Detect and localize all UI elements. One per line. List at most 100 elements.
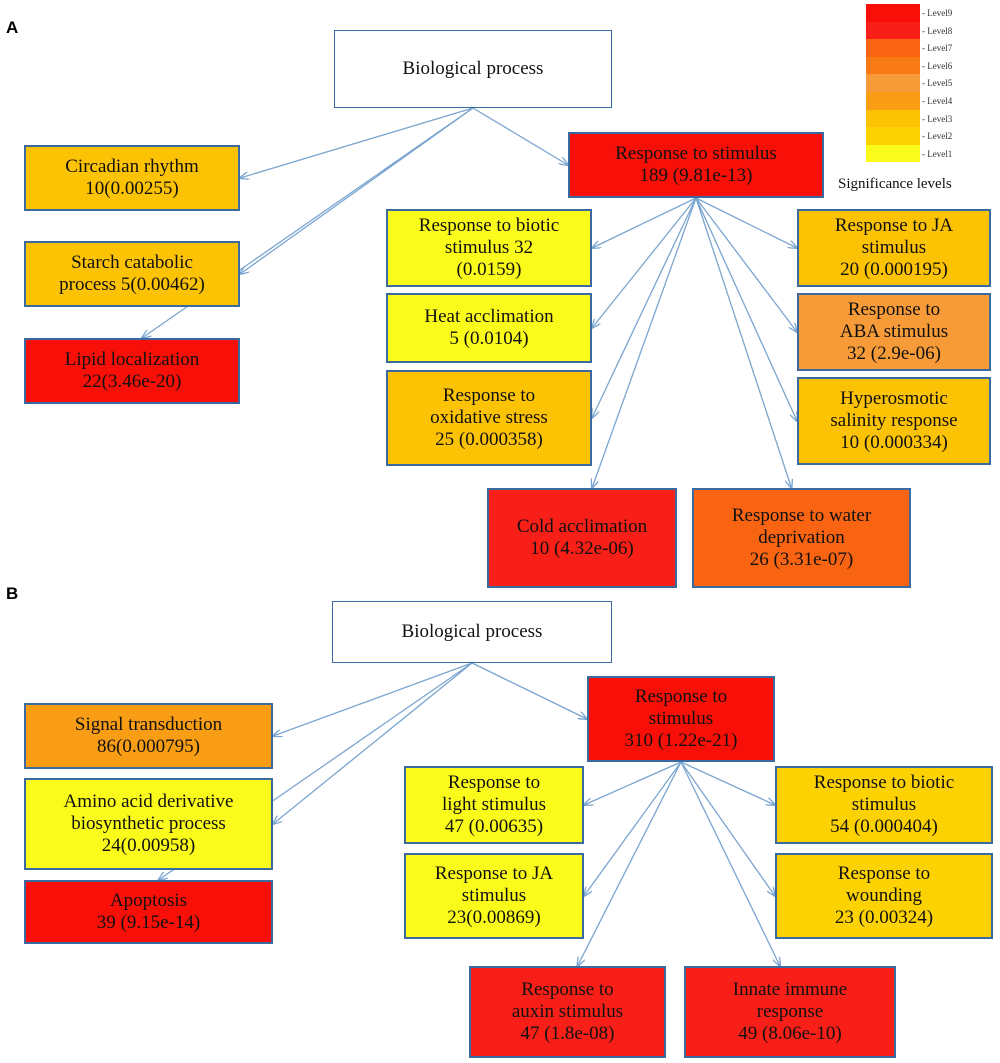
node-line: 39 (9.15e-14) [96, 912, 201, 933]
legend-swatch [866, 144, 920, 163]
node-line: Response to [447, 772, 541, 793]
legend-swatch [866, 56, 920, 75]
node-line: Innate immune [732, 979, 848, 1000]
legend-swatch-column [866, 4, 920, 163]
node-line: Signal transduction [74, 714, 223, 735]
node-line: Response to JA [834, 215, 954, 236]
node-line: Response to water [731, 505, 872, 526]
node-line: Circadian rhythm [65, 156, 199, 177]
node-line: 10 (4.32e-06) [530, 538, 634, 559]
edge-arrow [680, 761, 775, 805]
node-line: wounding [846, 885, 922, 906]
node-line: Apoptosis [109, 890, 188, 911]
node-line: Starch catabolic [71, 252, 193, 273]
node-line: 32 (2.9e-06) [847, 343, 941, 364]
legend-swatch [866, 21, 920, 40]
legend-swatch [866, 74, 920, 92]
legend-swatch [866, 91, 920, 110]
node-line: Heat acclimation [424, 306, 554, 327]
node-line: Response to [847, 299, 941, 320]
panel-label-a: A [6, 18, 19, 37]
node-line: 47 (0.00635) [444, 816, 544, 837]
edge-arrow [592, 197, 697, 488]
legend-level-label: - Level8 [922, 25, 953, 36]
node-line: Cold acclimation [516, 516, 648, 537]
node-line: response [756, 1001, 824, 1022]
node-root-b: Biological process [332, 601, 612, 663]
node-line: Amino acid derivative [63, 791, 234, 812]
node-line: Response to [442, 385, 536, 406]
node-line: 54 (0.000404) [830, 816, 938, 837]
edge-arrow [592, 197, 697, 248]
legend-swatch [866, 4, 920, 22]
node-line: deprivation [758, 527, 845, 548]
legend-level-label: - Level5 [922, 78, 953, 89]
node-line: stimulus [861, 237, 927, 258]
node-line: 23(0.00869) [447, 907, 541, 928]
node-line: Biological process [402, 58, 544, 79]
node-line: Response to stimulus [615, 143, 777, 164]
edge-arrow [695, 197, 797, 248]
edge-arrow [592, 197, 697, 418]
node-line: auxin stimulus [511, 1001, 624, 1022]
edge-arrow [240, 107, 474, 178]
node-line: oxidative stress [430, 407, 548, 428]
node-line: Response to [837, 863, 931, 884]
legend-title: Significance levels [838, 176, 952, 192]
significance-legend: - Level9- Level8- Level7- Level6- Level5… [866, 4, 996, 194]
node-line: ABA stimulus [839, 321, 949, 342]
legend-level-label: - Level3 [922, 113, 953, 124]
node-line: 24(0.00958) [101, 835, 196, 856]
node-line: 49 (8.06e-10) [738, 1023, 842, 1044]
node-line: biosynthetic process [71, 813, 226, 834]
edge-arrow [578, 761, 682, 966]
node-line: Response to biotic [813, 772, 955, 793]
node-line: Lipid localization [64, 349, 200, 370]
node-line: stimulus [648, 708, 714, 729]
node-line: stimulus [461, 885, 527, 906]
node-line: Biological process [401, 621, 543, 642]
edge-arrow [472, 107, 568, 165]
node-line: 47 (1.8e-08) [520, 1023, 615, 1044]
edge-arrow [695, 197, 797, 332]
node-line: stimulus [851, 794, 917, 815]
node-line: 10(0.00255) [85, 178, 179, 199]
node-line: 22(3.46e-20) [82, 371, 182, 392]
legend-level-label: - Level6 [922, 60, 953, 71]
legend-level-label: - Level7 [922, 43, 953, 54]
legend-level-label: - Level2 [922, 131, 953, 142]
node-line: Response to JA [434, 863, 554, 884]
node-line: Response to biotic [418, 215, 560, 236]
node-line: 25 (0.000358) [435, 429, 543, 450]
node-line: salinity response [830, 410, 958, 431]
edge-arrow [680, 761, 780, 966]
edge-arrow [584, 761, 682, 805]
node-line: Hyperosmotic [840, 388, 948, 409]
legend-level-label: - Level1 [922, 148, 953, 159]
edge-arrow [584, 761, 682, 896]
node-line: process 5(0.00462) [59, 274, 205, 295]
edge-arrow [695, 197, 797, 421]
legend-swatch [866, 109, 920, 128]
node-line: 310 (1.22e-21) [624, 730, 738, 751]
edge-arrow [680, 761, 775, 896]
